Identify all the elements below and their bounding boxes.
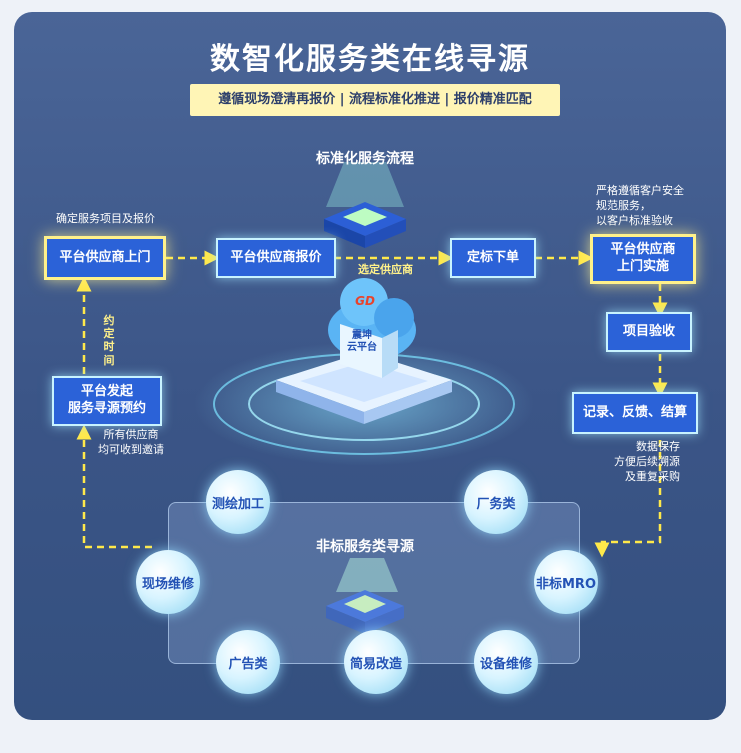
box-implement: 平台供应商 上门实施 — [590, 234, 696, 284]
top-beam — [326, 162, 404, 207]
circle-survey-processing: 测绘加工 — [206, 470, 270, 534]
cloud-icon — [328, 278, 416, 378]
box-launch: 平台发起 服务寻源预约 — [52, 376, 162, 426]
nonstandard-heading: 非标服务类寻源 — [316, 539, 414, 555]
circle-simple-renovation: 简易改造 — [344, 630, 408, 694]
box-accept: 项目验收 — [606, 312, 692, 352]
circle-nonstandard-mro: 非标MRO — [534, 550, 598, 614]
box-record: 记录、反馈、结算 — [572, 392, 698, 434]
platform-logo: GD — [355, 294, 375, 308]
circle-advertising: 广告类 — [216, 630, 280, 694]
standard-flow-heading: 标准化服务流程 — [316, 151, 414, 167]
platform-label: 震坤 云平台 — [347, 330, 377, 353]
box-award: 定标下单 — [450, 238, 536, 278]
box-door: 平台供应商上门 — [44, 236, 166, 280]
connector-lines — [76, 162, 668, 634]
platform-base — [276, 352, 452, 424]
note-data: 数据保存 方便后续溯源 及重复采购 — [614, 440, 680, 483]
note-notify: 所有供应商 均可收到邀请 — [98, 428, 164, 456]
vertical-label-time: 约定时间 — [103, 314, 115, 367]
note-strict: 严格遵循客户安全 规范服务， 以客户标准验收 — [596, 184, 684, 227]
arrow-label-select: 选定供应商 — [358, 263, 413, 276]
page-title: 数智化服务类在线寻源 — [210, 42, 530, 77]
box-quote: 平台供应商报价 — [216, 238, 336, 278]
circle-equipment-repair: 设备维修 — [474, 630, 538, 694]
note-confirm: 确定服务项目及报价 — [56, 212, 155, 225]
bottom-beam — [336, 558, 398, 592]
circle-onsite-maintenance: 现场维修 — [136, 550, 200, 614]
diagram-card: 数智化服务类在线寻源 遵循现场澄清再报价 | 流程标准化推进 | 报价精准匹配 … — [14, 12, 726, 720]
bottom-cube — [326, 590, 404, 634]
circle-factory-services: 厂务类 — [464, 470, 528, 534]
subtitle-banner: 遵循现场澄清再报价 | 流程标准化推进 | 报价精准匹配 — [190, 84, 560, 116]
top-cube — [324, 202, 406, 248]
